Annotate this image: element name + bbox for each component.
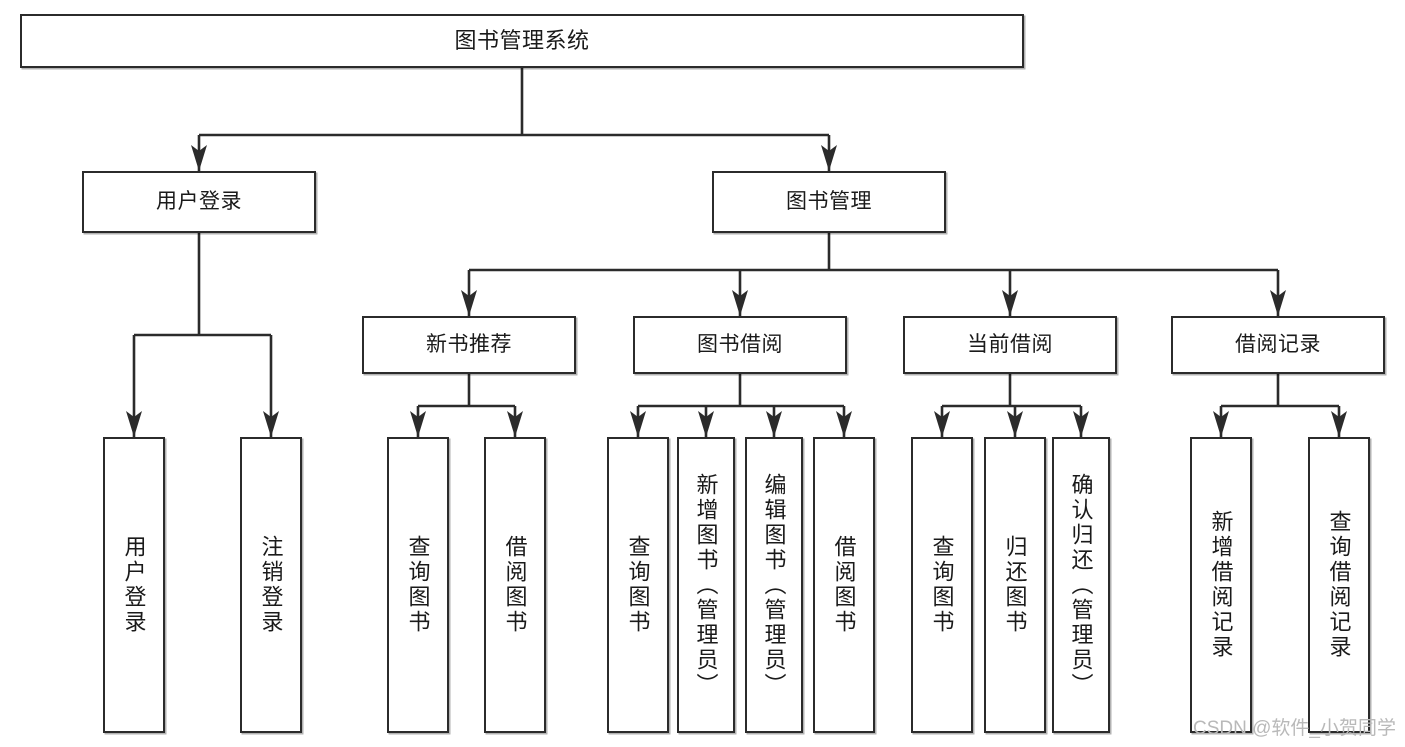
node-label-borrow-record: 借阅记录 bbox=[1235, 332, 1321, 356]
node-leaf-query-borrow-record[interactable]: 查询借阅记录 bbox=[1308, 437, 1370, 733]
node-label-leaf-edit-book-admin: 编辑图书（管理员） bbox=[761, 472, 787, 698]
node-user-login[interactable]: 用户登录 bbox=[82, 171, 316, 233]
node-label-leaf-user-login: 用户登录 bbox=[121, 535, 147, 635]
node-label-leaf-borrow-book: 借阅图书 bbox=[831, 535, 857, 635]
node-label-leaf-confirm-return-admin: 确认归还（管理员） bbox=[1068, 472, 1094, 698]
arrowhead-current-borrow-to-leaves-2 bbox=[1073, 411, 1089, 437]
arrowhead-book-borrow-to-leaves-0 bbox=[630, 411, 646, 437]
node-label-root: 图书管理系统 bbox=[454, 28, 590, 54]
node-leaf-borrow-book[interactable]: 借阅图书 bbox=[813, 437, 875, 733]
node-label-current-borrow: 当前借阅 bbox=[967, 332, 1053, 356]
node-new-book-recommend[interactable]: 新书推荐 bbox=[362, 316, 576, 374]
node-label-leaf-add-book-admin: 新增图书（管理员） bbox=[693, 472, 719, 698]
node-label-new-book-recommend: 新书推荐 bbox=[426, 332, 512, 356]
node-book-borrow[interactable]: 图书借阅 bbox=[633, 316, 847, 374]
node-leaf-return-book[interactable]: 归还图书 bbox=[984, 437, 1046, 733]
node-leaf-edit-book-admin[interactable]: 编辑图书（管理员） bbox=[745, 437, 803, 733]
node-book-manage[interactable]: 图书管理 bbox=[712, 171, 946, 233]
arrowhead-book-borrow-to-leaves-3 bbox=[836, 411, 852, 437]
arrowhead-book-manage-to-level2-1 bbox=[732, 290, 748, 316]
arrowhead-book-manage-to-level2-3 bbox=[1270, 290, 1286, 316]
node-leaf-logout[interactable]: 注销登录 bbox=[240, 437, 302, 733]
arrowhead-book-manage-to-level2-0 bbox=[461, 290, 477, 316]
arrowhead-borrow-record-to-leaves-1 bbox=[1331, 411, 1347, 437]
node-root[interactable]: 图书管理系统 bbox=[20, 14, 1024, 68]
node-borrow-record[interactable]: 借阅记录 bbox=[1171, 316, 1385, 374]
arrowhead-book-borrow-to-leaves-2 bbox=[766, 411, 782, 437]
node-leaf-add-book-admin[interactable]: 新增图书（管理员） bbox=[677, 437, 735, 733]
node-label-leaf-add-borrow-record: 新增借阅记录 bbox=[1208, 510, 1234, 660]
arrowhead-user-login-to-leaves-1 bbox=[263, 411, 279, 437]
node-label-leaf-query-book-new: 查询图书 bbox=[405, 535, 431, 635]
node-label-book-manage: 图书管理 bbox=[786, 189, 872, 213]
arrowhead-root-to-level1-1 bbox=[821, 145, 837, 171]
node-label-leaf-query-book-borrow: 查询图书 bbox=[625, 535, 651, 635]
node-leaf-query-book-current[interactable]: 查询图书 bbox=[911, 437, 973, 733]
node-label-book-borrow: 图书借阅 bbox=[697, 332, 783, 356]
node-label-leaf-borrow-book-new: 借阅图书 bbox=[502, 535, 528, 635]
node-label-leaf-query-borrow-record: 查询借阅记录 bbox=[1326, 510, 1352, 660]
arrowhead-new-book-to-leaves-1 bbox=[507, 411, 523, 437]
node-leaf-user-login[interactable]: 用户登录 bbox=[103, 437, 165, 733]
node-label-user-login: 用户登录 bbox=[156, 189, 242, 213]
node-leaf-query-book-new[interactable]: 查询图书 bbox=[387, 437, 449, 733]
arrowhead-book-manage-to-level2-2 bbox=[1002, 290, 1018, 316]
arrowhead-user-login-to-leaves-0 bbox=[126, 411, 142, 437]
arrowhead-borrow-record-to-leaves-0 bbox=[1213, 411, 1229, 437]
node-label-leaf-logout: 注销登录 bbox=[258, 535, 284, 635]
node-label-leaf-query-book-current: 查询图书 bbox=[929, 535, 955, 635]
arrowhead-current-borrow-to-leaves-0 bbox=[934, 411, 950, 437]
node-leaf-query-book-borrow[interactable]: 查询图书 bbox=[607, 437, 669, 733]
node-leaf-add-borrow-record[interactable]: 新增借阅记录 bbox=[1190, 437, 1252, 733]
node-leaf-confirm-return-admin[interactable]: 确认归还（管理员） bbox=[1052, 437, 1110, 733]
node-current-borrow[interactable]: 当前借阅 bbox=[903, 316, 1117, 374]
arrowhead-root-to-level1-0 bbox=[191, 145, 207, 171]
node-leaf-borrow-book-new[interactable]: 借阅图书 bbox=[484, 437, 546, 733]
arrowhead-book-borrow-to-leaves-1 bbox=[698, 411, 714, 437]
arrowhead-current-borrow-to-leaves-1 bbox=[1007, 411, 1023, 437]
node-label-leaf-return-book: 归还图书 bbox=[1002, 535, 1028, 635]
arrowhead-new-book-to-leaves-0 bbox=[410, 411, 426, 437]
